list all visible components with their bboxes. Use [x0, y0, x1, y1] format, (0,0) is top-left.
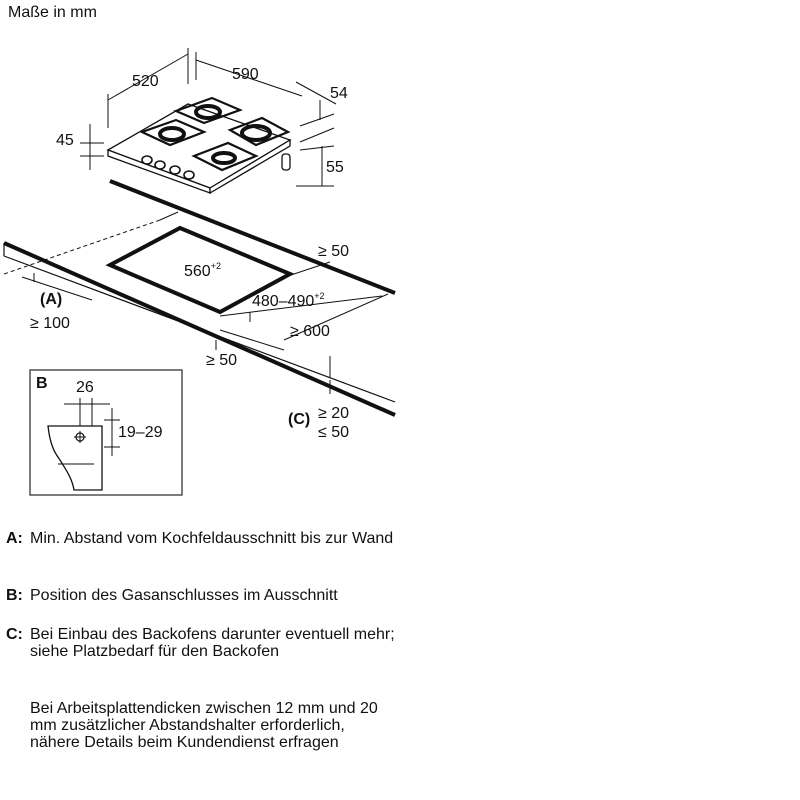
label-a: (A)	[40, 291, 62, 308]
detail-b-label: B	[36, 375, 48, 392]
hob-side-edge	[209, 138, 291, 195]
dimension-cutout-width: 560+2	[184, 261, 221, 280]
dimension-min-back: ≥ 50	[318, 243, 349, 260]
cutout-depth-tolerance: +2	[314, 291, 324, 301]
pan-support	[139, 118, 207, 147]
legend-item-b: B: Position des Gasanschlusses im Aussch…	[6, 587, 426, 604]
hob-dimensions	[80, 48, 337, 187]
pan-support	[191, 141, 259, 172]
worktop-section	[47, 425, 103, 491]
dimension-top-offset: 54	[330, 85, 348, 102]
hob-drawing	[106, 96, 292, 195]
dimension-min-front: ≥ 50	[206, 352, 237, 369]
gas-connector	[281, 153, 291, 171]
legend-text-b: Position des Gasanschlusses im Ausschnit…	[30, 587, 338, 604]
units-caption: Maße in mm	[8, 4, 97, 21]
burner	[158, 126, 186, 142]
detail-b-offset: 26	[76, 379, 94, 396]
legend-key-c: C:	[6, 626, 23, 643]
dimension-side-height: 55	[326, 159, 344, 176]
installation-diagram: 520 590 54 45 55 ≥ 50 560+2 480–490+2 (A…	[3, 48, 396, 496]
legend-key-a: A:	[6, 530, 23, 547]
legend-key-b: B:	[6, 587, 23, 604]
control-knob	[154, 160, 166, 170]
control-knob	[183, 170, 195, 180]
cutout-depth-value: 480–490	[252, 293, 314, 310]
control-knob	[141, 155, 153, 165]
dimension-min-depth: ≥ 600	[290, 323, 330, 340]
legend-item-a: A: Min. Abstand vom Kochfeldausschnitt b…	[6, 530, 426, 547]
dimension-width: 590	[232, 66, 259, 83]
dimension-cutout-depth: 480–490+2	[252, 291, 325, 310]
cutout-width-value: 560	[184, 263, 211, 280]
detail-b-box: B 26 19–29	[29, 369, 183, 496]
dimension-depth: 520	[132, 73, 159, 90]
cutout-width-tolerance: +2	[211, 261, 221, 271]
label-c: (C)	[288, 411, 310, 428]
legend-text-a: Min. Abstand vom Kochfeldausschnitt bis …	[30, 530, 394, 547]
cutout-outline	[105, 225, 295, 315]
burner	[211, 151, 237, 165]
burner	[240, 124, 272, 142]
dimension-oven-max: ≤ 50	[318, 424, 349, 441]
worktop-dimensions	[21, 273, 389, 394]
dimension-min-wall: ≥ 100	[30, 315, 70, 332]
installation-note: Bei Arbeitsplattendicken zwischen 12 mm …	[30, 700, 378, 751]
legend-item-c: C: Bei Einbau des Backofens darunter eve…	[6, 626, 426, 660]
dimension-oven-min: ≥ 20	[318, 405, 349, 422]
worktop-back-edge	[109, 179, 396, 295]
legend-text-c: Bei Einbau des Backofens darunter eventu…	[30, 626, 395, 660]
detail-b-range: 19–29	[118, 424, 163, 441]
control-knob	[169, 165, 181, 175]
burner	[194, 104, 222, 120]
pan-support	[173, 96, 243, 125]
dimension-height: 45	[56, 132, 74, 149]
